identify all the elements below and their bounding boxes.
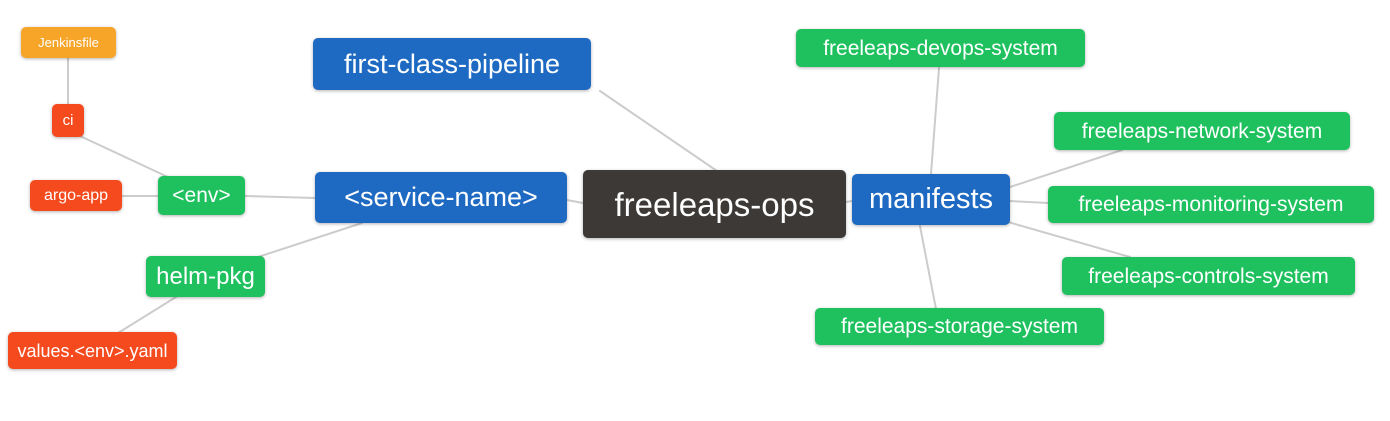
edge-root-manifests bbox=[845, 200, 853, 203]
node-jenkinsfile[interactable]: Jenkinsfile bbox=[21, 27, 116, 58]
edge-ci-env bbox=[79, 135, 171, 179]
node-helm-pkg[interactable]: helm-pkg bbox=[146, 256, 265, 297]
edge-env-service-name bbox=[244, 195, 316, 199]
edge-service-name-root bbox=[566, 199, 584, 204]
edge-manifests-devops-system bbox=[930, 67, 940, 175]
edge-manifests-storage-system bbox=[919, 225, 937, 310]
node-argo-app[interactable]: argo-app bbox=[30, 180, 122, 211]
node-freeleaps-ops[interactable]: freeleaps-ops bbox=[583, 170, 846, 238]
node-freeleaps-network-system[interactable]: freeleaps-network-system bbox=[1054, 112, 1350, 150]
edge-helm-pkg-service-name bbox=[257, 222, 363, 258]
node-freeleaps-storage-system[interactable]: freeleaps-storage-system bbox=[815, 308, 1104, 345]
node-manifests[interactable]: manifests bbox=[852, 174, 1010, 225]
node-first-class-pipeline[interactable]: first-class-pipeline bbox=[313, 38, 591, 90]
node-service-name[interactable]: <service-name> bbox=[315, 172, 567, 223]
edge-manifests-network-system bbox=[1009, 149, 1123, 188]
node-freeleaps-monitoring-system[interactable]: freeleaps-monitoring-system bbox=[1048, 186, 1374, 223]
edge-values-env-yaml-helm-pkg bbox=[117, 296, 177, 334]
edge-manifests-monitoring-system bbox=[1009, 200, 1049, 204]
node-ci[interactable]: ci bbox=[52, 104, 84, 137]
node-env[interactable]: <env> bbox=[158, 176, 245, 215]
node-values-env-yaml[interactable]: values.<env>.yaml bbox=[8, 332, 177, 369]
edge-first-class-pipeline-root bbox=[599, 90, 718, 172]
edge-manifests-controls-system bbox=[1007, 221, 1131, 258]
node-freeleaps-controls-system[interactable]: freeleaps-controls-system bbox=[1062, 257, 1355, 295]
node-freeleaps-devops-system[interactable]: freeleaps-devops-system bbox=[796, 29, 1085, 67]
